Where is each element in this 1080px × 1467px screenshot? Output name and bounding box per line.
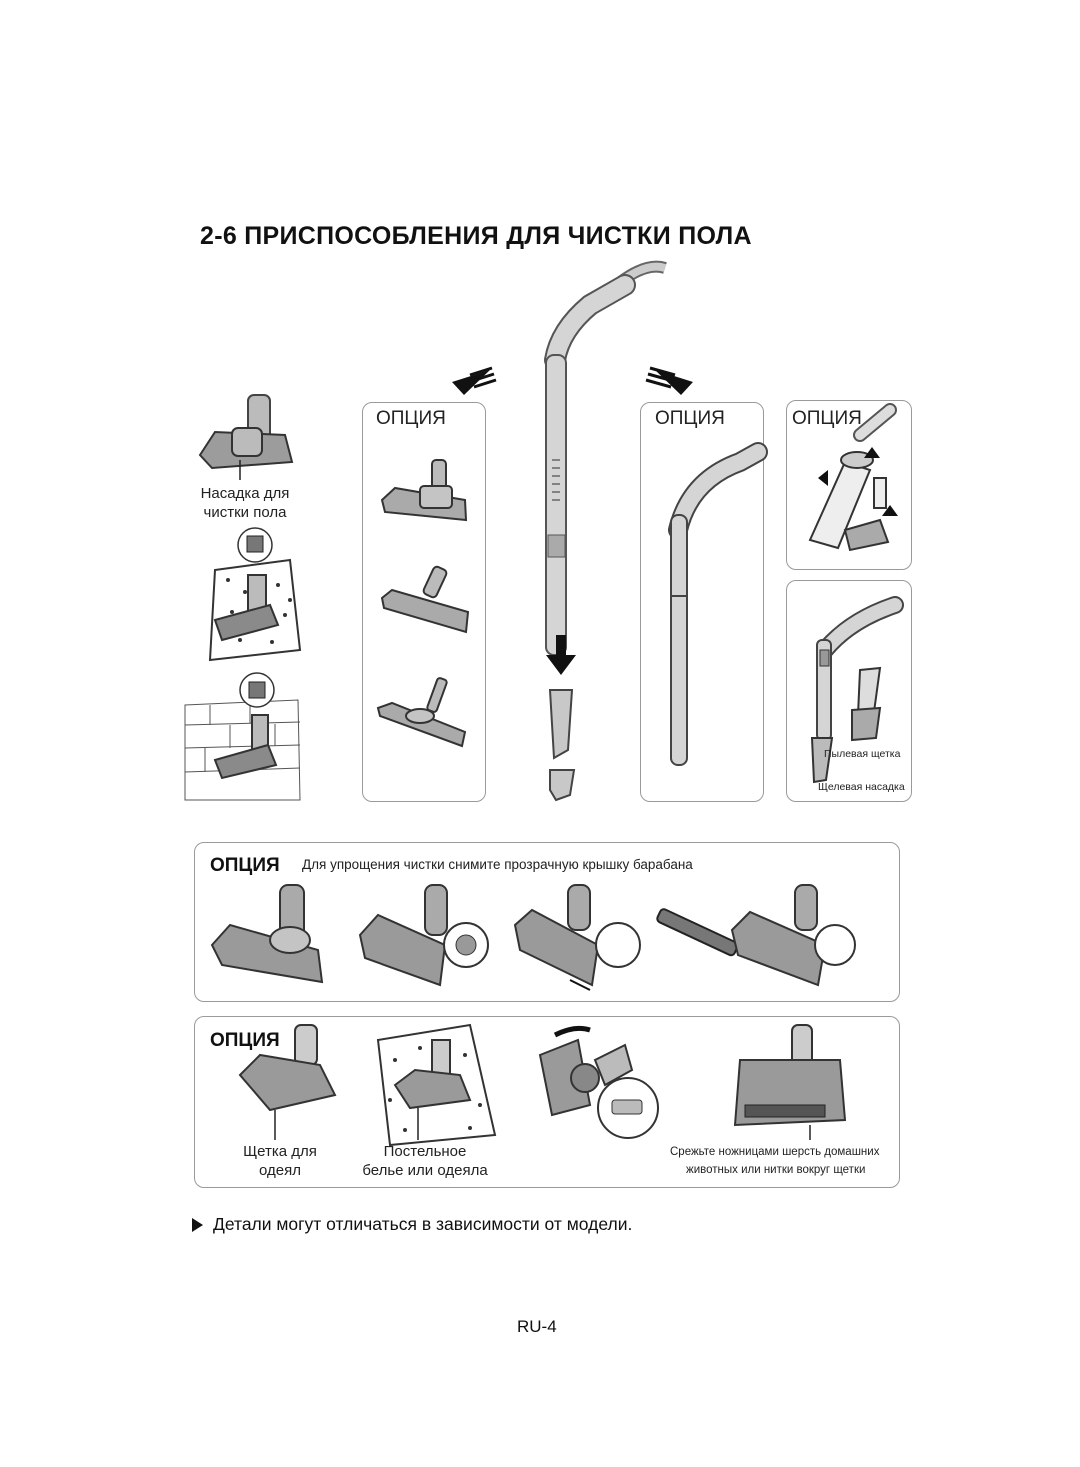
floor-nozzle-label: Насадка для чистки пола xyxy=(180,484,310,522)
dusting-crevice-illustration xyxy=(810,596,904,784)
bedding-line1: Постельное xyxy=(383,1143,467,1160)
option-label-3: ОПЦИЯ xyxy=(792,408,862,429)
scissors-note-line2: животных или нитки вокруг щетки xyxy=(686,1164,866,1176)
footer-note-text: Детали могут отличаться в зависимости от… xyxy=(213,1214,633,1234)
bent-pipe-illustration xyxy=(668,442,768,766)
dusting-brush-label: Пылевая щетка xyxy=(824,748,901,760)
drum-brush-steps-illustration xyxy=(210,884,856,991)
option-label-2: ОПЦИЯ xyxy=(655,408,725,429)
crevice-tool-label: Щелевая насадка xyxy=(818,781,905,793)
floor-nozzle-illustration xyxy=(198,394,294,480)
mattress-brush-label: Щетка для одеял xyxy=(220,1142,340,1180)
carpet-setting-illustration xyxy=(208,527,302,662)
bedding-line2: белье или одеяла xyxy=(362,1162,488,1179)
drum-option-note: Для упрощения чистки снимите прозрачную … xyxy=(302,857,693,872)
option-label-1: ОПЦИЯ xyxy=(376,408,446,429)
mattress-brush-line1: Щетка для xyxy=(243,1143,317,1160)
drum-option-label: ОПЦИЯ xyxy=(210,855,280,876)
turbo-option-label: ОПЦИЯ xyxy=(210,1030,280,1051)
triangle-bullet-icon xyxy=(192,1217,203,1232)
turbo-brush-illustration xyxy=(238,1023,847,1147)
floor-nozzle-label-line2: чистки пола xyxy=(203,504,287,521)
mattress-brush-line2: одеял xyxy=(259,1162,301,1179)
page-number: RU-4 xyxy=(517,1317,557,1336)
vacuum-handle-pipe-illustration xyxy=(452,260,693,802)
floor-nozzle-label-line1: Насадка для xyxy=(200,485,290,502)
footer-note: Детали могут отличаться в зависимости от… xyxy=(192,1214,632,1235)
hard-floor-setting-illustration xyxy=(184,672,301,801)
page-title: 2-6 ПРИСПОСОБЛЕНИЯ ДЛЯ ЧИСТКИ ПОЛА xyxy=(200,222,752,250)
optional-nozzles-illustration xyxy=(376,459,470,748)
bedding-label: Постельное белье или одеяла xyxy=(340,1142,510,1180)
filter-pipe-illustration xyxy=(808,403,898,552)
scissors-note-line1: Срежьте ножницами шерсть домашних xyxy=(670,1146,880,1158)
